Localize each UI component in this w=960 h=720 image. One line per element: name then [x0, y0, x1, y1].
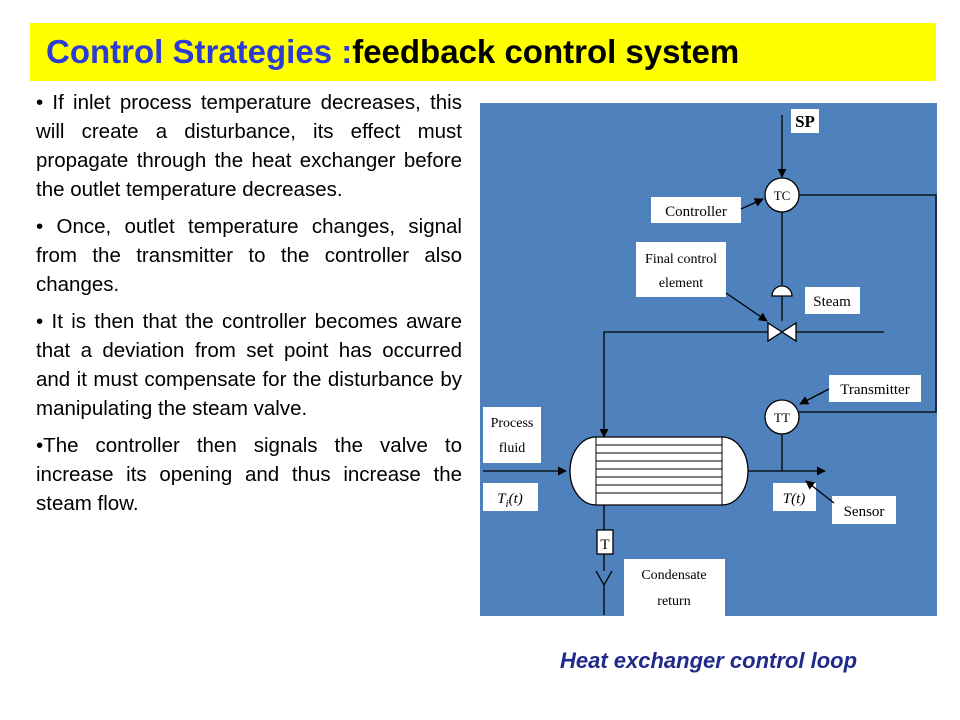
final-control-label-box: [636, 242, 726, 297]
tc-label: TC: [774, 188, 791, 203]
valve-actuator: [771, 285, 793, 297]
ti-base: T: [497, 491, 507, 507]
bullet-1: • If inlet process temperature decreases…: [36, 91, 462, 201]
condensate-label-line2: return: [657, 594, 690, 609]
diagram-background: [480, 103, 937, 616]
heat-exchanger-diagram: SP TC Controller Final control element S…: [480, 103, 937, 616]
final-control-label-line2: element: [659, 276, 703, 291]
transmitter-label: Transmitter: [840, 382, 909, 398]
transmitter-pointer: [799, 388, 830, 405]
process-fluid-label-box: [483, 407, 541, 463]
process-fluid-label-line2: fluid: [499, 441, 525, 456]
controller-label: Controller: [665, 204, 727, 220]
ti-suffix: (t): [509, 491, 523, 507]
tt-label: TT: [774, 410, 790, 425]
transmitter-label-box: [829, 375, 921, 402]
steam-label-box: [805, 287, 860, 314]
condensate-label-line1: Condensate: [641, 568, 706, 583]
title-part-1: Control Strategies :: [46, 33, 353, 70]
bullet-list: • If inlet process temperature decreases…: [36, 88, 462, 526]
sensor-label-box: [832, 496, 896, 524]
bullet-2: • Once, outlet temperature changes, sign…: [36, 215, 462, 296]
ti-subscript: i: [506, 498, 509, 510]
feedback-signal-line: [799, 194, 937, 413]
ti-label: Ti(t): [497, 491, 523, 510]
heat-exchanger-tubes: [595, 437, 723, 505]
final-control-pointer: [725, 292, 768, 322]
controller-label-box: [651, 197, 741, 223]
ti-label-box: [483, 483, 538, 511]
heat-exchanger-shell: [569, 436, 749, 506]
steam-trap-label: T: [600, 537, 609, 553]
steam-supply-line: [599, 331, 768, 438]
controller-pointer: [740, 198, 764, 210]
steam-label: Steam: [813, 294, 851, 310]
sp-label: SP: [795, 112, 815, 131]
process-fluid-label-line1: Process: [491, 416, 534, 431]
final-control-label-line1: Final control: [645, 252, 717, 267]
diagram-caption: Heat exchanger control loop: [559, 648, 858, 673]
t-out-label: T(t): [783, 491, 806, 507]
sensor-label: Sensor: [844, 504, 885, 520]
sensor-pointer: [805, 480, 835, 504]
slide-title: Control Strategies : feedback control sy…: [30, 23, 936, 81]
bullet-4: •The controller then signals the valve t…: [36, 434, 462, 515]
title-part-2: feedback control system: [352, 33, 740, 70]
condensate-label-box: [624, 559, 725, 616]
steam-trap-box: [596, 529, 614, 555]
bullet-3: • It is then that the controller becomes…: [36, 310, 462, 420]
sp-label-box: [791, 109, 819, 133]
